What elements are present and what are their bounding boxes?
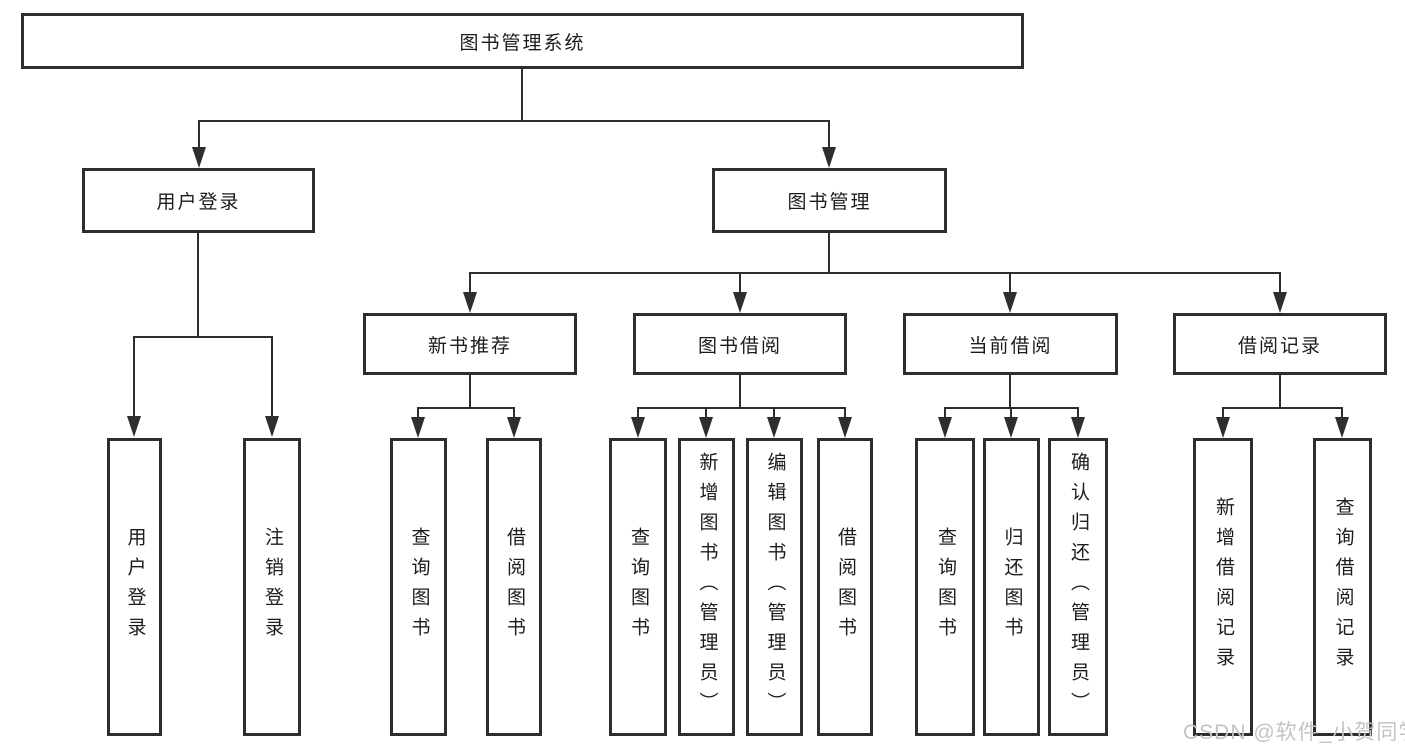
connector-drop-bb-borrow xyxy=(844,407,846,418)
leaf-bb-add-books-admin: 新增图书（管理员） xyxy=(678,438,735,736)
connector-borrowing-branch xyxy=(637,407,845,409)
arrowhead-bb-borrow xyxy=(838,417,852,438)
leaf-rec-add-record: 新增借阅记录 xyxy=(1193,438,1253,736)
node-label: 用户登录 xyxy=(156,192,241,213)
arrowhead-user-login xyxy=(192,147,206,168)
connector-drop-cb-confirm xyxy=(1077,407,1079,418)
node-label: 新增图书（管理员） xyxy=(696,452,718,722)
node-borrowing-records: 借阅记录 xyxy=(1173,313,1387,375)
csdn-watermark: CSDN @软件_小贺同学 xyxy=(1183,721,1405,744)
connector-current-stub xyxy=(1009,375,1011,407)
connector-drop-cb-return xyxy=(1010,407,1012,418)
leaf-nb-borrow-books: 借阅图书 xyxy=(486,438,542,736)
connector-drop-logout-leaf xyxy=(271,336,273,416)
leaf-bb-query-books: 查询图书 xyxy=(609,438,667,736)
arrowhead-bb-edit xyxy=(767,417,781,438)
connector-records-branch xyxy=(1222,407,1343,409)
leaf-user-login: 用户登录 xyxy=(107,438,162,736)
leaf-nb-query-books: 查询图书 xyxy=(390,438,447,736)
connector-drop-bb-query xyxy=(637,407,639,418)
connector-user-login-stub xyxy=(197,233,199,336)
connector-book-mgmt-stub xyxy=(828,233,830,272)
connector-drop-user-login xyxy=(198,120,200,148)
node-label: 新书推荐 xyxy=(427,335,512,357)
connector-drop-book-mgmt xyxy=(828,120,830,148)
leaf-bb-borrow-books: 借阅图书 xyxy=(817,438,873,736)
node-label: 当前借阅 xyxy=(968,335,1053,357)
leaf-rec-query-record: 查询借阅记录 xyxy=(1313,438,1372,736)
node-label: 查询图书 xyxy=(627,527,649,647)
node-label: 查询图书 xyxy=(934,527,956,647)
node-user-login: 用户登录 xyxy=(82,168,315,233)
node-label: 确认归还（管理员） xyxy=(1067,452,1089,722)
arrowhead-rec-query xyxy=(1335,417,1349,438)
connector-drop-rec-query xyxy=(1341,407,1343,418)
connector-drop-bb-edit xyxy=(773,407,775,418)
arrowhead-new-book xyxy=(463,292,477,313)
node-label: 图书借阅 xyxy=(697,335,782,357)
node-label: 借阅记录 xyxy=(1237,335,1322,357)
leaf-cb-return-books: 归还图书 xyxy=(983,438,1040,736)
arrowhead-logout-leaf xyxy=(265,416,279,437)
leaf-cb-confirm-return-admin: 确认归还（管理员） xyxy=(1048,438,1108,736)
connector-drop-current xyxy=(1009,272,1011,293)
connector-drop-nb-borrow xyxy=(513,407,515,418)
node-label: 查询图书 xyxy=(408,527,430,647)
node-current-borrowing: 当前借阅 xyxy=(903,313,1118,375)
connector-drop-new-book xyxy=(469,272,471,293)
arrowhead-bb-query xyxy=(631,417,645,438)
connector-drop-nb-query xyxy=(417,407,419,418)
leaf-cb-query-books: 查询图书 xyxy=(915,438,975,736)
arrowhead-current xyxy=(1003,292,1017,313)
node-label: 编辑图书（管理员） xyxy=(764,452,786,722)
arrowhead-nb-borrow xyxy=(507,417,521,438)
node-label: 图书管理系统 xyxy=(459,32,586,54)
node-label: 查询借阅记录 xyxy=(1332,497,1354,677)
node-label: 用户登录 xyxy=(124,527,146,647)
arrowhead-cb-confirm xyxy=(1071,417,1085,438)
arrowhead-rec-add xyxy=(1216,417,1230,438)
node-label: 新增借阅记录 xyxy=(1212,497,1234,677)
arrowhead-book-mgmt xyxy=(822,147,836,168)
connector-book-mgmt-branch xyxy=(469,272,1281,274)
connector-new-book-branch xyxy=(417,407,515,409)
connector-drop-rec-add xyxy=(1222,407,1224,418)
node-label: 图书管理 xyxy=(787,192,872,213)
leaf-bb-edit-books-admin: 编辑图书（管理员） xyxy=(746,438,803,736)
arrowhead-cb-return xyxy=(1004,417,1018,438)
connector-root-stub xyxy=(521,69,523,120)
connector-drop-records xyxy=(1279,272,1281,293)
arrowhead-bb-add xyxy=(699,417,713,438)
node-label: 注销登录 xyxy=(261,527,283,647)
connector-drop-cb-query xyxy=(944,407,946,418)
arrowhead-records xyxy=(1273,292,1287,313)
node-root: 图书管理系统 xyxy=(21,13,1024,69)
connector-new-book-stub xyxy=(469,375,471,407)
node-new-book-recommend: 新书推荐 xyxy=(363,313,577,375)
node-label: 归还图书 xyxy=(1001,527,1023,647)
connector-drop-bb-add xyxy=(705,407,707,418)
connector-drop-login-leaf xyxy=(133,336,135,416)
arrowhead-login-leaf xyxy=(127,416,141,437)
node-label: 借阅图书 xyxy=(834,527,856,647)
node-book-management: 图书管理 xyxy=(712,168,947,233)
connector-records-stub xyxy=(1279,375,1281,407)
connector-drop-borrowing xyxy=(739,272,741,293)
leaf-logout: 注销登录 xyxy=(243,438,301,736)
node-book-borrowing: 图书借阅 xyxy=(633,313,847,375)
connector-root-branch xyxy=(198,120,829,122)
node-label: 借阅图书 xyxy=(503,527,525,647)
arrowhead-borrowing xyxy=(733,292,747,313)
arrowhead-cb-query xyxy=(938,417,952,438)
connector-user-login-branch xyxy=(133,336,273,338)
arrowhead-nb-query xyxy=(411,417,425,438)
connector-borrowing-stub xyxy=(739,375,741,407)
